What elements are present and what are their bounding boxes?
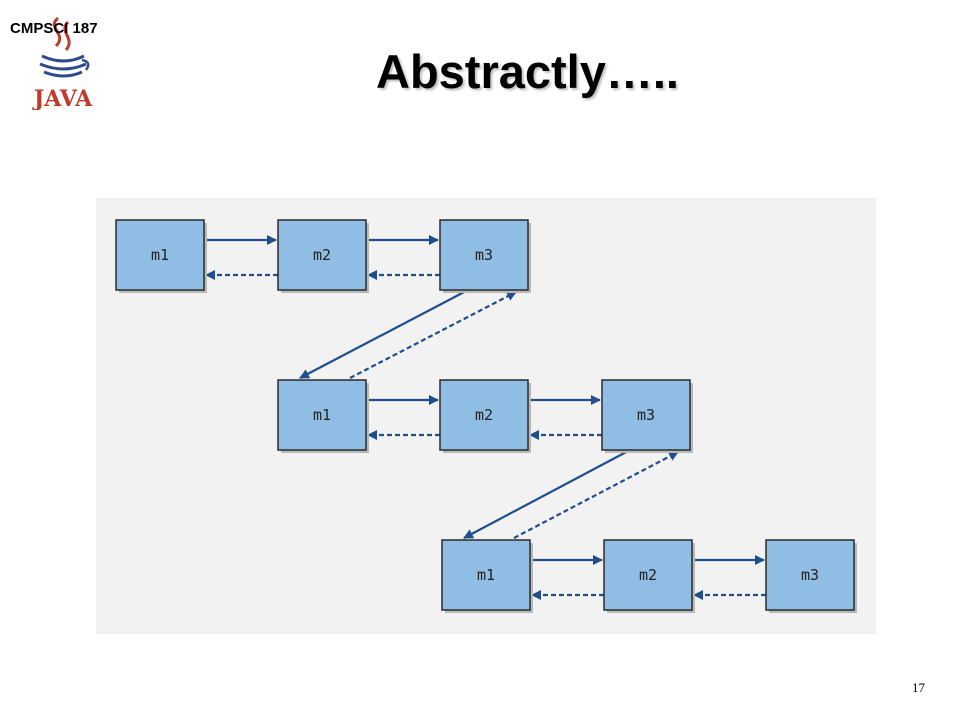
node-label: m2 [475, 406, 493, 424]
node-label: m1 [313, 406, 331, 424]
course-label: CMPSCI 187 [10, 20, 98, 37]
logo-wordmark: JAVA [32, 86, 93, 110]
node-label: m3 [801, 566, 819, 584]
node-label: m1 [151, 246, 169, 264]
dashed-arrow-1-0-to-0-2 [349, 291, 517, 379]
linked-list-diagram: m1 m2 m3 m1 m2 m3 m1 m2 m3 [96, 198, 876, 639]
node-r1-m1: m1 [115, 219, 207, 293]
node-r1-m2: m2 [277, 219, 369, 293]
slide-number: 17 [912, 680, 925, 695]
java-logo: JAVA [28, 10, 98, 115]
solid-arrow-1-2-to-2-0 [463, 449, 631, 539]
node-r3-m2: m2 [603, 539, 695, 613]
page-title: Abstractly….. [376, 45, 679, 98]
solid-arrow-0-2-to-1-0 [299, 289, 469, 379]
node-label: m1 [477, 566, 495, 584]
node-r2-m3: m3 [601, 379, 693, 453]
node-r2-m2: m2 [439, 379, 531, 453]
node-r3-m3: m3 [765, 539, 857, 613]
node-label: m3 [475, 246, 493, 264]
node-r2-m1: m1 [277, 379, 369, 453]
node-r3-m1: m1 [441, 539, 533, 613]
dashed-arrow-2-0-to-1-2 [513, 451, 679, 539]
node-label: m2 [639, 566, 657, 584]
node-label: m2 [313, 246, 331, 264]
node-label: m3 [637, 406, 655, 424]
node-r1-m3: m3 [439, 219, 531, 293]
